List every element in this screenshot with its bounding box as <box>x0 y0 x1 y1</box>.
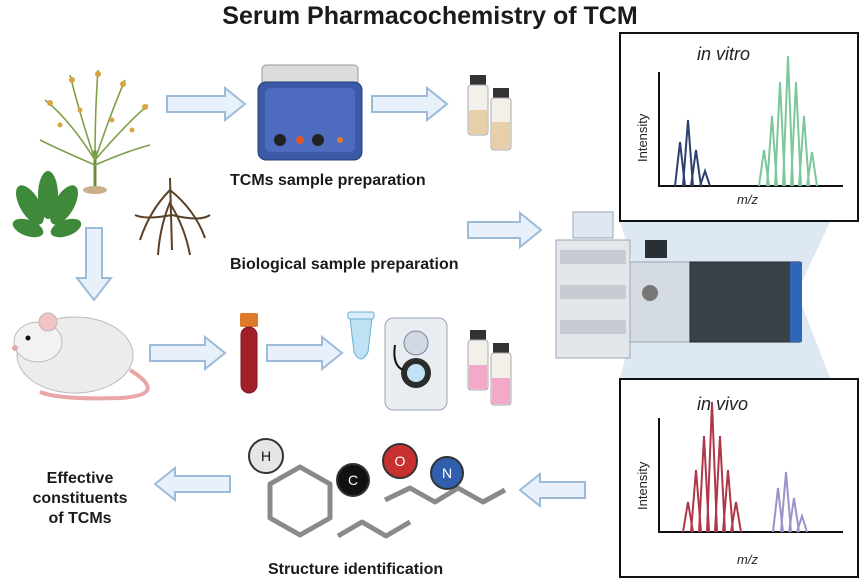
panel-in-vitro-xlabel: m/z <box>737 192 758 207</box>
effective-line-2: constituents <box>32 490 128 507</box>
label-structure: Structure identification <box>268 561 444 578</box>
atom-h-label: H <box>260 448 272 464</box>
page-title: Serum Pharmacochemistry of TCM <box>222 2 638 30</box>
panel-in-vivo: in vivo Intensity m/z <box>619 378 859 578</box>
vials-top-icon <box>467 75 512 151</box>
herb-plant-icon <box>39 69 151 194</box>
atom-h: H <box>248 438 284 474</box>
ultrasonic-bath-icon <box>257 64 363 161</box>
atom-c: C <box>336 463 370 497</box>
arrow-left-2 <box>518 471 586 509</box>
vials-bottom-icon <box>467 330 512 406</box>
effective-line-1: Effective <box>46 470 114 487</box>
panel-in-vivo-xlabel: m/z <box>737 552 758 567</box>
arrow-right-1 <box>166 85 247 123</box>
panel-in-vitro: in vitro Intensity m/z <box>619 32 859 222</box>
centrifuge-icon <box>384 317 448 411</box>
spectrum-in-vitro <box>658 55 843 187</box>
label-effective: Effective constituents of TCMs <box>20 469 140 529</box>
atom-n-label: N <box>441 465 453 481</box>
arrow-down-1 <box>74 227 114 302</box>
effective-line-3: of TCMs <box>48 510 112 527</box>
atom-o-label: O <box>394 453 406 469</box>
panel-in-vivo-title: in vivo <box>697 394 749 414</box>
lcms-instrument-icon <box>555 211 830 378</box>
arrow-left-1 <box>153 465 231 503</box>
arrow-right-2 <box>371 85 449 123</box>
panel-in-vitro-title: in vitro <box>697 44 751 64</box>
spectrum-in-vivo <box>658 401 843 533</box>
label-bio-prep: Biological sample preparation <box>230 256 459 273</box>
eppendorf-tube-icon <box>347 311 375 360</box>
atom-c-label: C <box>347 472 359 488</box>
mouse-icon <box>12 312 150 401</box>
atom-o: O <box>382 443 418 479</box>
arrow-right-4 <box>149 334 227 372</box>
leaf-icon <box>12 171 82 238</box>
molecule-skeleton-icon <box>267 464 507 539</box>
arrow-right-3 <box>467 210 543 250</box>
atom-n: N <box>430 456 464 490</box>
arrow-right-5 <box>266 334 344 372</box>
label-tcm-prep: TCMs sample preparation <box>230 172 426 189</box>
root-icon <box>134 177 211 256</box>
blood-tube-icon <box>240 313 258 394</box>
